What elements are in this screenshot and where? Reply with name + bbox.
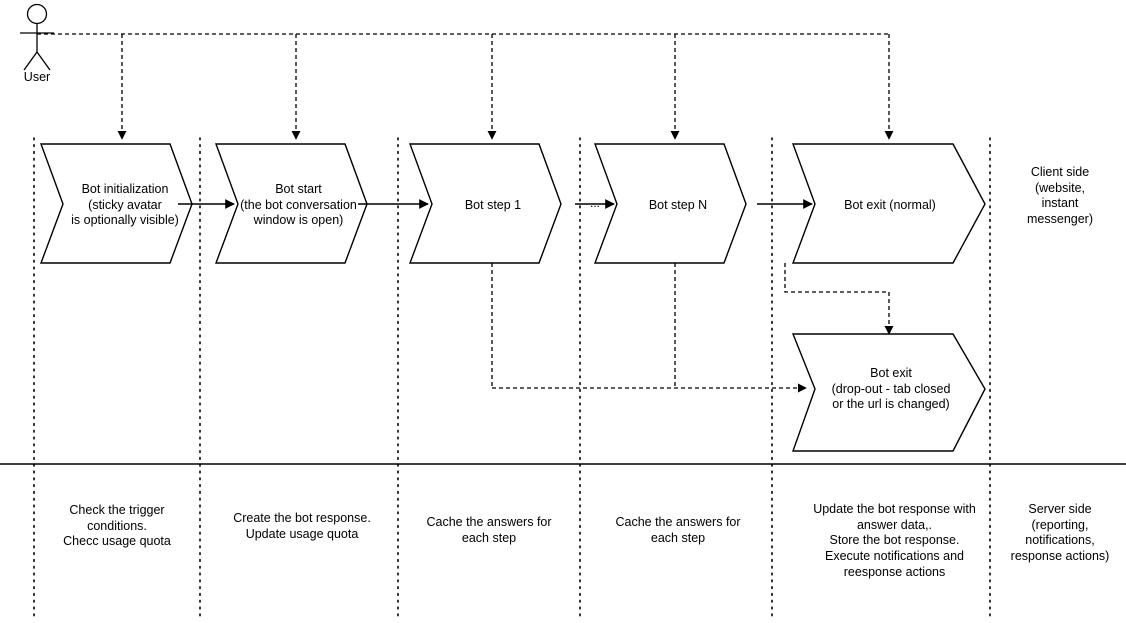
shape-bot-exit-normal bbox=[791, 143, 986, 264]
step-bot-start[interactable]: Bot start (the bot conversation window i… bbox=[226, 182, 371, 229]
lane-label-line: notifications, bbox=[1025, 533, 1095, 548]
dropout-routing bbox=[491, 263, 894, 393]
step-bot-exit-dropout[interactable]: Bot exit (drop-out - tab closed or the u… bbox=[806, 366, 976, 413]
note-exit: Update the bot response with answer data… bbox=[792, 502, 997, 580]
note-line: reesponse actions bbox=[843, 564, 946, 579]
note-line: Check the trigger bbox=[69, 503, 165, 517]
note-line: Store the bot response. bbox=[829, 533, 960, 548]
note-line: Update the bot response with bbox=[813, 502, 976, 516]
note-step-1: Cache the answers for each step bbox=[404, 515, 574, 546]
note-line: Checc usage quota bbox=[63, 534, 171, 549]
lane-label-client: Client side (website, instant messenger) bbox=[1000, 165, 1120, 228]
note-line: each step bbox=[650, 530, 706, 545]
shape-bot-exit-dropout bbox=[791, 333, 986, 452]
note-start: Create the bot response. Update usage qu… bbox=[212, 511, 392, 542]
step-line: Bot step N bbox=[648, 198, 708, 212]
step-line: (drop-out - tab closed bbox=[831, 381, 951, 396]
note-line: each step bbox=[461, 530, 517, 545]
step-line: Bot exit (normal) bbox=[844, 198, 936, 212]
note-line: Update usage quota bbox=[245, 526, 359, 541]
step-line: Bot step 1 bbox=[464, 198, 522, 212]
step-line: Bot start bbox=[275, 182, 322, 196]
lane-label-line: Server side bbox=[1028, 502, 1092, 516]
step-line: (sticky avatar bbox=[88, 197, 162, 212]
lane-label-line: response actions) bbox=[1010, 548, 1110, 563]
shape-bot-step-1 bbox=[408, 143, 562, 264]
lane-label-server: Server side (reporting, notifications, r… bbox=[996, 502, 1124, 565]
actor-dashed-bus bbox=[37, 33, 894, 140]
step-line: window is open) bbox=[253, 213, 344, 228]
step-bot-initialization[interactable]: Bot initialization (sticky avatar is opt… bbox=[55, 182, 195, 229]
step-bot-step-n[interactable]: Bot step N bbox=[608, 198, 748, 214]
step-line: (the bot conversation bbox=[240, 197, 357, 212]
lane-label-line: instant bbox=[1041, 196, 1079, 211]
note-step-n: Cache the answers for each step bbox=[593, 515, 763, 546]
actor-label: User bbox=[23, 70, 51, 84]
step-line: or the url is changed) bbox=[832, 397, 950, 412]
shape-bot-initialization bbox=[39, 143, 193, 264]
step-bot-step-1[interactable]: Bot step 1 bbox=[423, 198, 563, 214]
shape-bot-step-n bbox=[593, 143, 747, 264]
lane-separators bbox=[33, 137, 991, 621]
process-shapes bbox=[39, 143, 986, 452]
step-line: Bot initialization bbox=[81, 182, 169, 196]
ellipsis-connector-label: ... bbox=[589, 196, 600, 210]
note-line: conditions. bbox=[87, 518, 147, 533]
step-bot-exit-normal[interactable]: Bot exit (normal) bbox=[810, 198, 970, 214]
lane-label-line: messenger) bbox=[1027, 211, 1093, 226]
note-line: Execute notifications and bbox=[825, 548, 964, 563]
lane-label-line: Client side bbox=[1030, 165, 1090, 179]
lane-label-line: (website, bbox=[1034, 180, 1086, 195]
note-line: Cache the answers for bbox=[615, 515, 741, 529]
lane-label-line: (reporting, bbox=[1031, 517, 1089, 532]
shape-bot-start bbox=[214, 143, 368, 264]
note-initialization: Check the trigger conditions. Checc usag… bbox=[42, 503, 192, 550]
actor-stick-figure-icon bbox=[20, 3, 54, 71]
dropout-from-exit-normal bbox=[784, 263, 894, 335]
note-line: Cache the answers for bbox=[426, 515, 552, 529]
step-line: Bot exit bbox=[870, 366, 912, 380]
note-line: Create the bot response. bbox=[233, 511, 371, 525]
step-line: is optionally visible) bbox=[71, 213, 179, 228]
note-line: answer data,. bbox=[856, 517, 933, 532]
